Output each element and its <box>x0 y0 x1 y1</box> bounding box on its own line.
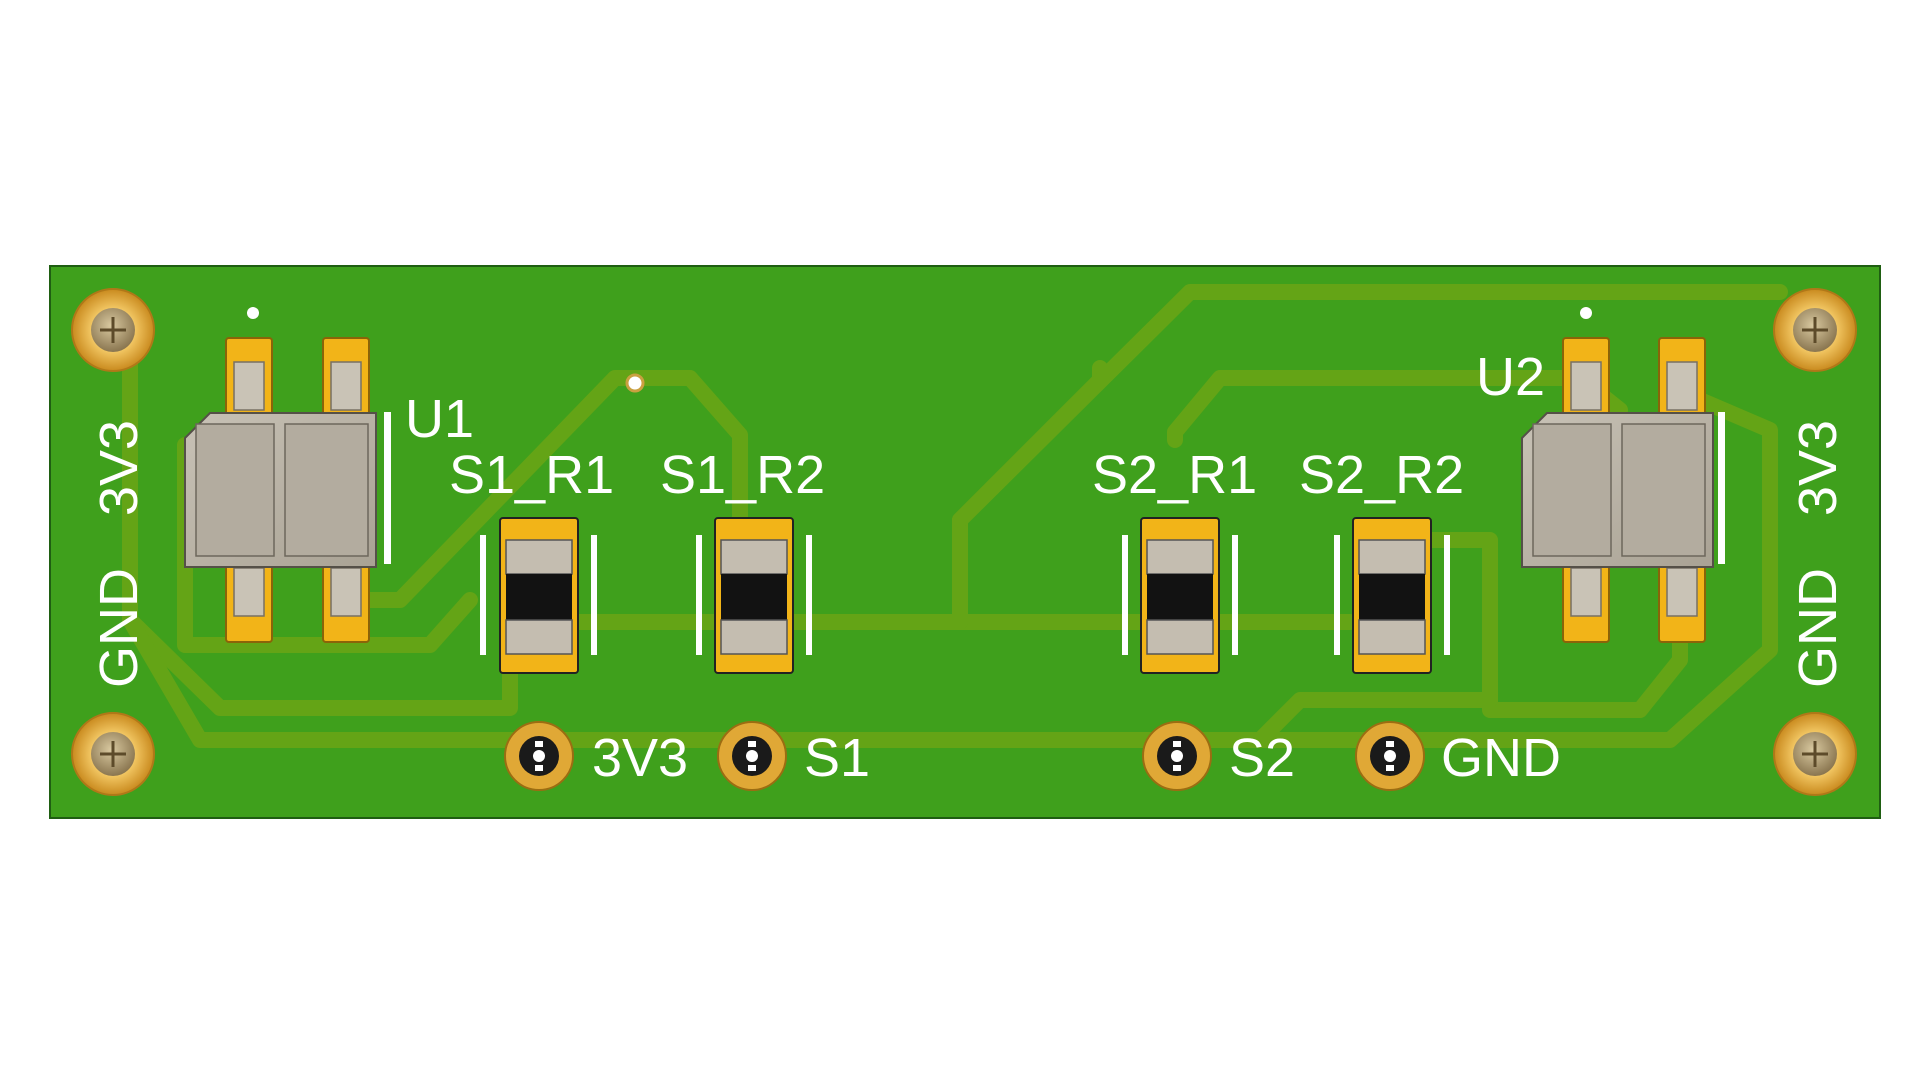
resistor-s2-r2 <box>1334 517 1450 674</box>
mounting-hole-bottom-right <box>1773 712 1857 796</box>
resistor-s1-r2 <box>696 517 812 674</box>
test-point-s2 <box>1142 721 1212 791</box>
label-tp-s1: S1 <box>804 728 870 788</box>
u1-component <box>184 307 391 643</box>
resistor-s2-r1 <box>1122 517 1238 674</box>
test-point-gnd <box>1355 721 1425 791</box>
label-s1-r2: S1_R2 <box>660 445 825 505</box>
label-u2: U2 <box>1476 347 1545 407</box>
resistor-s1-r1 <box>480 517 597 674</box>
label-left-gnd: GND <box>89 568 149 688</box>
via <box>625 373 645 393</box>
label-right-3v3: 3V3 <box>1788 420 1848 516</box>
label-u1: U1 <box>405 389 474 449</box>
test-point-3v3 <box>504 721 574 791</box>
test-point-s1 <box>717 721 787 791</box>
label-tp-gnd: GND <box>1441 728 1561 788</box>
label-tp-3v3: 3V3 <box>592 728 688 788</box>
copper-traces <box>122 284 1788 748</box>
mounting-hole-top-right <box>1773 288 1857 372</box>
label-left-3v3: 3V3 <box>89 420 149 516</box>
label-s2-r2: S2_R2 <box>1299 445 1464 505</box>
label-tp-s2: S2 <box>1229 728 1295 788</box>
label-right-gnd: GND <box>1788 568 1848 688</box>
mounting-hole-top-left <box>71 288 155 372</box>
mounting-hole-bottom-left <box>71 712 155 796</box>
label-s2-r1: S2_R1 <box>1092 445 1257 505</box>
u2-component <box>1521 307 1725 643</box>
label-s1-r1: S1_R1 <box>449 445 614 505</box>
